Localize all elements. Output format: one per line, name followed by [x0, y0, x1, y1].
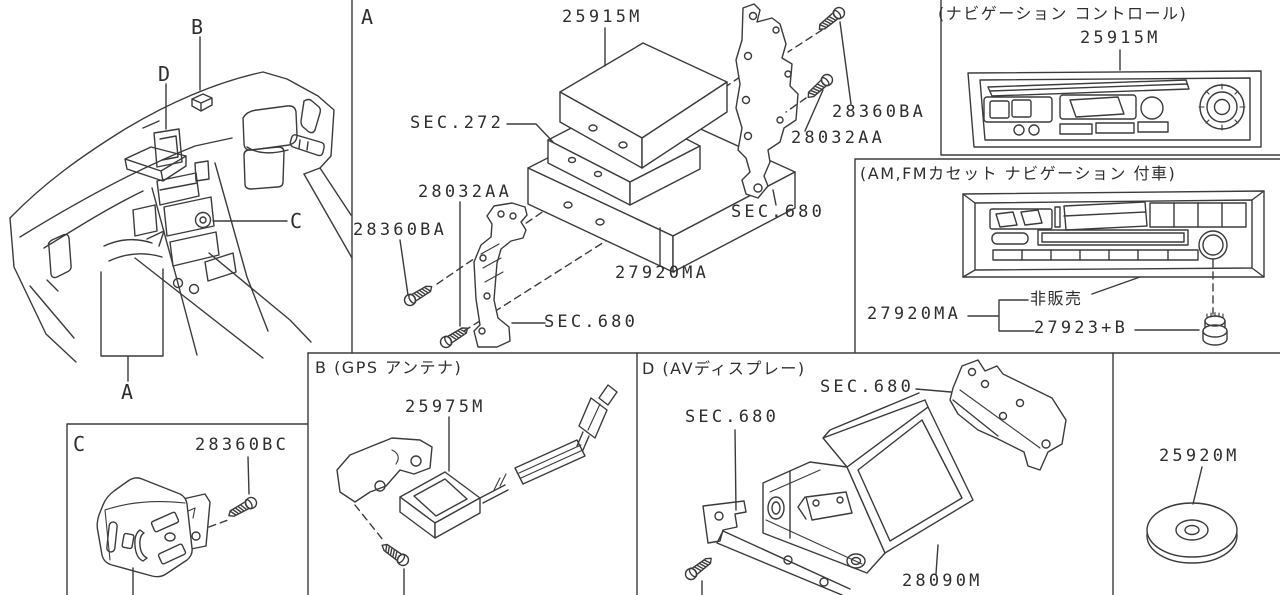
av-display-unit [762, 392, 974, 574]
part-label-28360ba-right: 28360BA [832, 102, 927, 122]
part-label-25920m: 25920M [1159, 446, 1240, 466]
av-screw [682, 553, 716, 583]
amfm-not-for-sale: 非販売 [1030, 289, 1083, 308]
dashboard-callout-b: B [191, 15, 204, 39]
nav-control-unit-drawing [967, 49, 1262, 148]
dashboard-callout-d: D [158, 62, 171, 86]
knob-part-27923b [1202, 311, 1228, 346]
dashboard-callout-c: C [290, 209, 303, 233]
section-a-callout-lines [399, 21, 852, 327]
gps-bracket [336, 437, 433, 503]
c-unit-box [96, 477, 193, 578]
av-display-drawing [682, 359, 1067, 595]
part-label-28360ba-left: 28360BA [353, 220, 448, 240]
ref-label-sec680-a-left: SEC.680 [544, 312, 639, 332]
ref-label-sec680-d-lower: SEC.680 [685, 407, 780, 427]
section-a-label: A [361, 5, 374, 29]
av-mount-rail [702, 500, 851, 595]
screw-28360ba-right [815, 4, 848, 35]
part-label-28032aa-right: 28032AA [791, 128, 886, 148]
dash-knob-c [194, 211, 212, 229]
part-label-27920ma-amfm: 27920MA [867, 304, 962, 324]
amfm-unit-drawing [962, 190, 1265, 346]
section-a-assembly [399, 3, 852, 351]
part-label-25915m: 25915M [562, 7, 643, 27]
c-screw [225, 494, 260, 521]
dash-sensor-b [191, 93, 213, 112]
ref-label-sec680-a-right: SEC.680 [731, 202, 826, 222]
unit-25915m-box [559, 42, 728, 169]
panel-dividers [66, 0, 1280, 595]
gps-screw [378, 539, 412, 569]
dash-display-d [124, 146, 187, 182]
part-label-28360bc: 28360BC [195, 435, 290, 455]
screw-28032aa-left [437, 323, 472, 351]
section-c-label: C [73, 432, 86, 456]
part-label-28090m: 28090M [902, 571, 983, 591]
section-c-drawing [96, 456, 260, 595]
part-label-28032aa-left: 28032AA [418, 182, 513, 202]
bracket-left-sec680 [473, 202, 528, 348]
bracket-right-sec680 [735, 3, 799, 199]
dashboard-callout-a: A [121, 380, 134, 404]
dashboard-illustration [9, 71, 353, 363]
dashboard-callout-lines [100, 36, 288, 382]
section-d-title: D (AVディスプレー) [642, 359, 806, 378]
amfm-title: (AM,FMカセット ナビゲーション 付車) [860, 164, 1177, 183]
part-label-25915m-nav: 25915M [1080, 28, 1161, 48]
map-disc-drawing [1146, 466, 1238, 564]
av-bracket-upper-sec680 [949, 359, 1067, 471]
gps-antenna-box [399, 471, 481, 539]
part-label-27923b: 27923+B [1034, 318, 1129, 338]
part-label-27920ma: 27920MA [615, 263, 710, 283]
ref-label-sec680-d-upper: SEC.680 [820, 377, 915, 397]
section-b-title: B (GPS アンテナ) [315, 358, 463, 377]
part-label-25975m: 25975M [405, 397, 486, 417]
gps-cable-ferrite [514, 384, 618, 485]
nav-control-title: (ナビゲーション コントロール) [938, 4, 1188, 23]
gps-antenna-drawing [336, 384, 618, 595]
ref-label-sec272: SEC.272 [410, 113, 505, 133]
